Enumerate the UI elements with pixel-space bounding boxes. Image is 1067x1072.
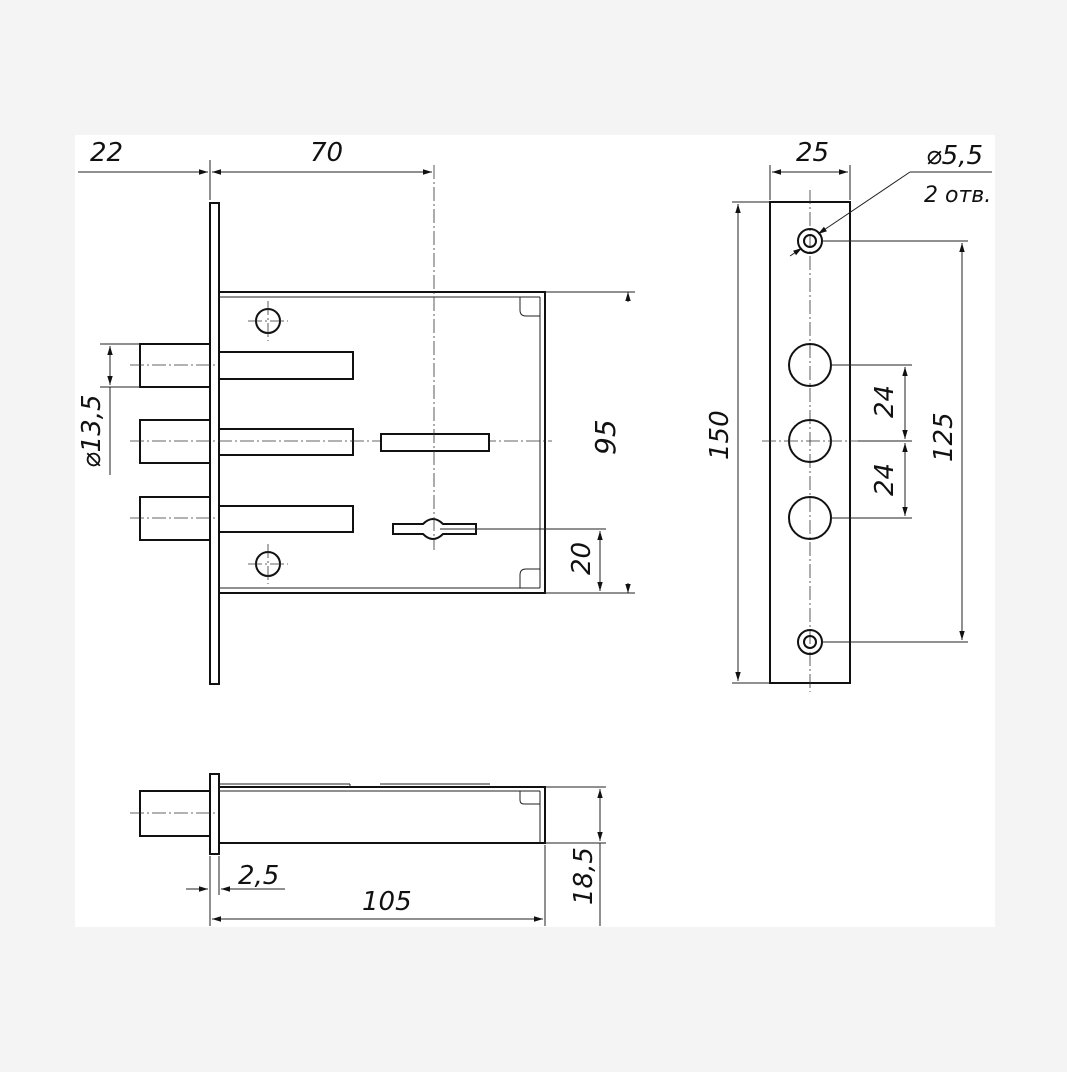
front-view	[130, 165, 552, 685]
corner-notch-top	[519, 297, 540, 317]
faceplate-dimensions: 25 ⌀5,5 2 отв. 150 125 24 24	[705, 138, 992, 684]
dim-24-top-label: 24	[870, 385, 900, 418]
bolt-middle	[139, 419, 211, 464]
bolt-rod-top	[218, 351, 354, 380]
dim-25-label: 25	[796, 138, 829, 168]
dim-2-5-label: 2,5	[238, 861, 279, 891]
top-body	[218, 786, 546, 844]
faceplate-view	[762, 190, 858, 692]
dim-95-label: 95	[589, 419, 622, 455]
dim-hole-diameter-label: ⌀5,5	[926, 141, 983, 171]
key-hole	[392, 517, 477, 541]
dim-hole-count-label: 2 отв.	[924, 183, 991, 208]
corner-notch-bottom	[519, 568, 540, 588]
top-bolt	[139, 790, 211, 837]
dim-18-5-label: 18,5	[569, 847, 599, 905]
dim-22-label: 22	[90, 138, 123, 168]
dim-70-label: 70	[310, 138, 343, 168]
bolt-bottom	[139, 496, 211, 541]
bolt-rod-middle	[218, 428, 354, 456]
dim-bolt-diameter-label: ⌀13,5	[77, 394, 107, 468]
faceplate	[209, 202, 220, 685]
dim-20-label: 20	[567, 542, 597, 575]
dim-125-label: 125	[929, 412, 959, 462]
dim-105-label: 105	[362, 887, 412, 917]
dim-150-label: 150	[705, 410, 735, 460]
bolt-rod-bottom	[218, 505, 354, 533]
top-faceplate	[209, 773, 220, 855]
bolt-top	[139, 343, 211, 388]
top-view-dimensions: 2,5 105 18,5	[186, 786, 606, 926]
front-view-dimensions: 22 70 ⌀13,5 95 20	[77, 138, 635, 594]
inner-bar	[380, 433, 490, 452]
top-view	[130, 773, 546, 855]
dim-24-bottom-label: 24	[870, 463, 900, 496]
